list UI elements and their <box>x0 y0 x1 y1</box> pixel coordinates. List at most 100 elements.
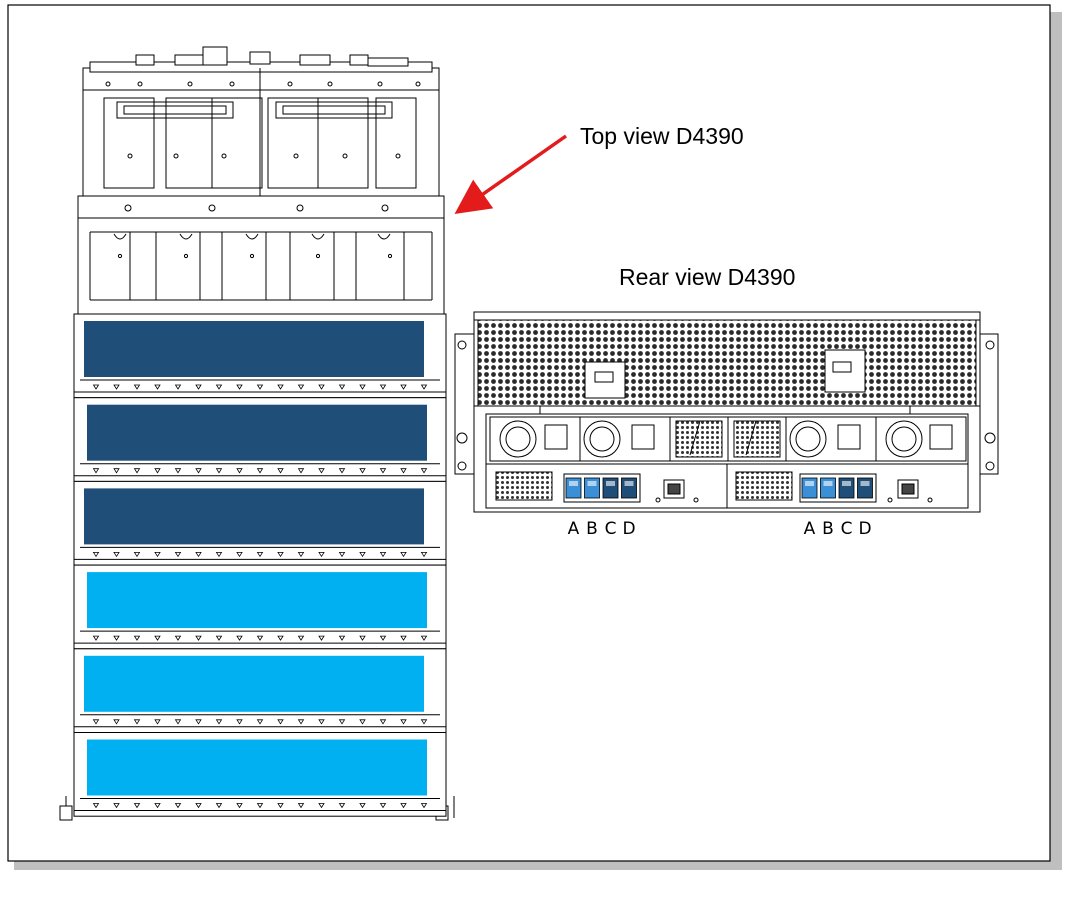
drawer-tick <box>277 552 284 558</box>
drawer-tick <box>215 384 223 390</box>
drawer-tick <box>215 719 223 725</box>
drawer-tick <box>297 635 305 641</box>
drawer-tick <box>420 468 428 474</box>
drawer-tick <box>338 803 346 809</box>
drawer-tick <box>133 719 141 725</box>
drawer-tick <box>297 719 305 725</box>
drawer-tick <box>420 552 428 558</box>
drawer-tick <box>338 468 346 474</box>
drawer-tick <box>420 384 428 390</box>
drawer-tick <box>379 719 387 725</box>
drawer-tick <box>174 468 182 474</box>
drawer-tick <box>92 552 100 558</box>
drawer-tick <box>277 468 284 474</box>
drawer-5 <box>73 648 447 733</box>
drawer-tick <box>400 384 407 390</box>
drawer-tick <box>338 719 346 725</box>
drawer-tick <box>133 803 141 809</box>
drawer-tick <box>92 803 100 809</box>
drawer-tick <box>297 552 305 558</box>
drawer-tick <box>420 635 428 641</box>
drawer-tick <box>338 552 346 558</box>
drawer-tick <box>277 384 284 390</box>
drawer-tick <box>359 719 366 725</box>
drawer-3 <box>73 480 447 566</box>
drawer-tick <box>113 635 120 641</box>
drawer-tick <box>215 803 223 809</box>
drawer-4 <box>73 564 447 650</box>
drawer-panel-dark <box>84 321 424 377</box>
drawer-tick <box>256 803 264 809</box>
drawer-tick <box>420 803 428 809</box>
drawer-tick <box>195 803 202 809</box>
drawer-tick <box>297 384 305 390</box>
drawer-tick <box>195 552 202 558</box>
drawer-tick <box>318 719 325 725</box>
drawer-tick <box>318 384 325 390</box>
drawer-tick <box>236 719 243 725</box>
drawer-tick <box>92 384 100 390</box>
drawer-tick <box>174 552 182 558</box>
port-highlight <box>842 481 851 486</box>
drawer-tick <box>359 635 366 641</box>
drawer-tick <box>359 552 366 558</box>
drawer-tick <box>133 635 141 641</box>
drawer-tick <box>359 468 366 474</box>
drawer-tick <box>113 468 120 474</box>
drawer-tick <box>236 635 243 641</box>
drawer-tick <box>318 635 325 641</box>
drawer-tick <box>379 635 387 641</box>
drawer-tick <box>379 468 387 474</box>
drawer-tick <box>133 468 141 474</box>
drawer-tick <box>92 635 100 641</box>
drawer-tick <box>154 468 161 474</box>
drawer-tick <box>236 384 243 390</box>
top-view-arrow <box>454 134 568 215</box>
drawer-6 <box>73 732 447 817</box>
top-view-label: Top view D4390 <box>580 123 744 149</box>
drawer-tick <box>215 468 223 474</box>
port-highlight <box>805 481 814 486</box>
port-label-b: B <box>822 519 834 539</box>
drawer-panel-light <box>84 655 424 712</box>
port-label-b: B <box>586 519 598 539</box>
port-label-d: D <box>622 519 635 539</box>
drawer-tick <box>400 468 407 474</box>
drawer-tick <box>174 803 182 809</box>
port-highlight <box>823 481 833 486</box>
drawer-tick <box>256 552 264 558</box>
drawer-tick <box>338 635 346 641</box>
drawer-2 <box>73 397 447 482</box>
drawer-tick <box>400 552 407 558</box>
drawer-tick <box>297 468 305 474</box>
drawer-tick <box>379 384 387 390</box>
drawer-tick <box>92 468 100 474</box>
drawer-tick <box>195 468 202 474</box>
drawer-panel-light <box>87 572 427 629</box>
drawer-tick <box>359 384 366 390</box>
drawer-tick <box>256 719 264 725</box>
drawer-tick <box>174 635 182 641</box>
drawer-tick <box>400 803 407 809</box>
drawer-tick <box>236 552 243 558</box>
drawer-tick <box>420 719 428 725</box>
drawer-tick <box>277 719 284 725</box>
drawer-tick <box>174 719 182 725</box>
port-label-c: C <box>841 519 853 539</box>
drawer-tick <box>92 719 100 725</box>
drawer-group <box>73 313 447 817</box>
port-label-a: A <box>804 519 816 539</box>
drawer-tick <box>133 384 141 390</box>
drawer-tick <box>297 803 305 809</box>
drawer-tick <box>236 468 243 474</box>
rear-view-chassis <box>454 311 999 513</box>
drawer-tick <box>400 719 407 725</box>
drawer-tick <box>154 384 161 390</box>
drawer-tick <box>379 803 387 809</box>
port-highlight <box>624 481 634 486</box>
